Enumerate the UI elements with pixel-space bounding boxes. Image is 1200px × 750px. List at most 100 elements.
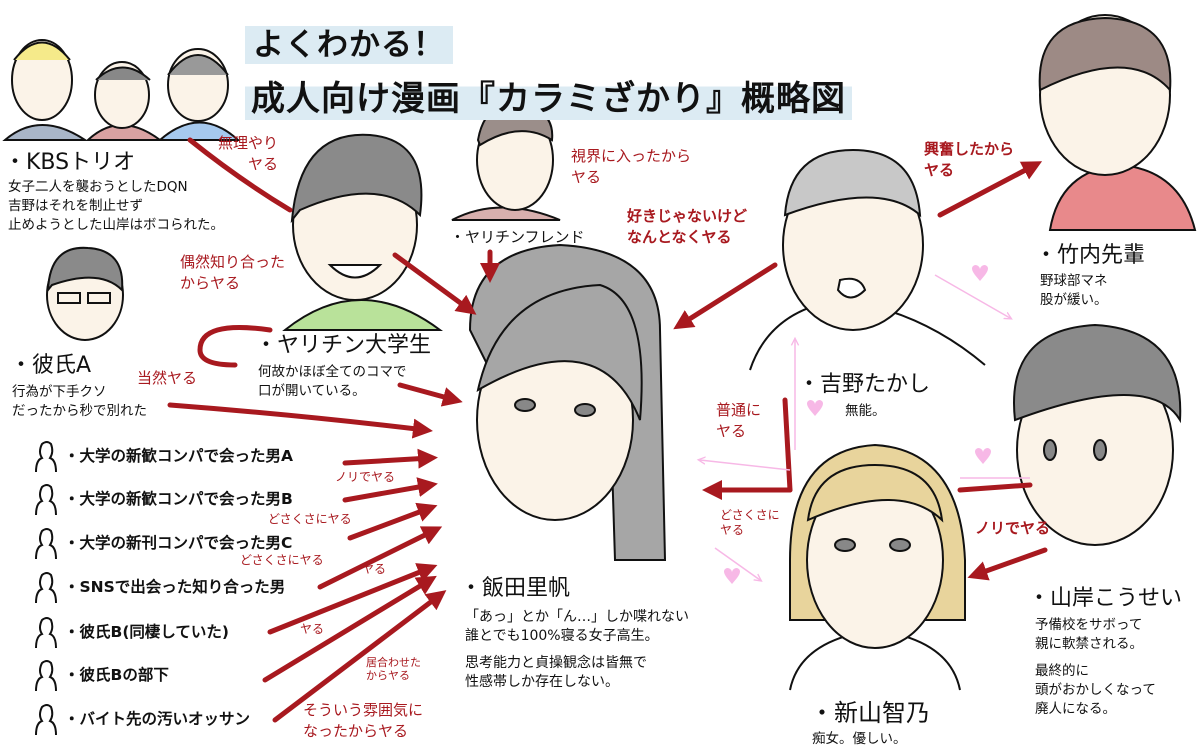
desc-line: 最終的に <box>1035 663 1089 679</box>
yarichin-student-desc: 何故かほぼ全てのコマで 口が開いている。 <box>258 363 407 401</box>
arrow-yoshino-to-niiyama <box>782 397 793 493</box>
kareshi-a-face <box>46 246 124 341</box>
person-silhouette-icon <box>35 704 57 736</box>
person-silhouette-icon <box>35 572 57 604</box>
desc-line: 廃人になる。 <box>1035 701 1116 717</box>
list-item-label: ・大学の新歓コンパで会った男B <box>64 490 293 508</box>
desc-line: 口が開いている。 <box>258 383 366 399</box>
label-line: 好きじゃないけど <box>627 207 748 225</box>
arrow-student-to-riho-2 <box>397 382 463 407</box>
riho-name: ・飯田里帆 <box>460 576 571 601</box>
label-line: ヤる <box>716 422 747 440</box>
label-line: からヤる <box>180 274 241 292</box>
desc-line: 性感帯しか存在しない。 <box>465 674 619 690</box>
label-line: 視界に入ったから <box>571 147 692 165</box>
label-line: ヤる <box>248 155 279 173</box>
yamagishi-desc: 予備校をサボって 親に軟禁される。 最終的に 頭がおかしくなって 廃人になる。 <box>1035 616 1156 719</box>
person-silhouette-icon <box>35 617 57 649</box>
kareshi-a-desc: 行為が下手クソ だったから秒で別れた <box>12 383 147 421</box>
label-fun-iki: そういう雰囲気になったからヤる <box>303 700 423 742</box>
person-silhouette-icon <box>35 484 57 516</box>
desc-line: 止めようとした山岸はボコられた。 <box>8 217 224 233</box>
label-shikai: 視界に入ったからヤる <box>571 146 691 188</box>
niiyama-desc: 痴女。優しい。 <box>812 731 907 747</box>
label-line: なんとなくヤる <box>627 228 732 246</box>
yarichin-student-name: ・ヤリチン大学生 <box>255 333 432 358</box>
list-item: ・大学の新歓コンパで会った男B <box>32 481 293 517</box>
desc-line: 股が緩い。 <box>1040 292 1108 308</box>
niiyama-name: ・新山智乃 <box>810 699 930 727</box>
label-yaru-2: ヤる <box>300 622 325 636</box>
label-muriyari: 無理やりヤる <box>218 133 278 175</box>
desc-line: 「あっ」とか「ん…」しか喋れない <box>465 609 689 625</box>
arrow-kareshi-b <box>267 563 438 635</box>
yamagishi-face <box>1013 323 1182 546</box>
label-futsuu: 普通にヤる <box>716 400 761 442</box>
list-item: ・彼氏Bの部下 <box>32 657 169 693</box>
yamagishi-name: ・山岸こうせい <box>1028 586 1183 611</box>
person-silhouette-icon <box>35 528 57 560</box>
arrow-student-to-riho <box>392 252 477 315</box>
riho-desc: 「あっ」とか「ん…」しか喋れない 誰とでも100%寝る女子高生。 思考能力と貞操… <box>465 608 689 692</box>
label-dosakusa-c: どさくさにヤる <box>268 512 352 526</box>
desc-line: 野球部マネ <box>1040 273 1108 289</box>
label-dosakusa-sns: どさくさにヤる <box>240 553 324 567</box>
list-item: ・SNSで出会った知り合った男 <box>32 569 285 605</box>
list-item-label: ・彼氏B(同棲していた) <box>64 623 230 641</box>
list-item: ・彼氏B(同棲していた) <box>32 614 229 650</box>
desc-line: 親に軟禁される。 <box>1035 636 1143 652</box>
arrow-kbs-to-student <box>187 137 293 213</box>
arrow-buka <box>262 575 437 683</box>
arrow-kareshi-a-to-riho <box>167 402 433 439</box>
list-item-label: ・大学の新刊コンパで会った男C <box>64 534 293 552</box>
desc-line: だったから秒で別れた <box>12 403 147 419</box>
yarichin-friend-face <box>451 103 561 221</box>
label-koufun: 興奮したからヤる <box>924 139 1014 181</box>
arrow-man-b <box>342 477 438 503</box>
riho-face <box>468 243 667 561</box>
arrow-curl <box>197 325 273 368</box>
desc-line: 女子二人を襲おうとしたDQN <box>8 179 188 195</box>
label-line: 偶然知り合った <box>180 253 286 271</box>
title-line-2: 成人向け漫画『カラミざかり』概略図 <box>245 78 852 120</box>
love-arrows <box>700 274 1030 580</box>
person-silhouette-icon <box>35 660 57 692</box>
label-touzen: 当然ヤる <box>137 369 198 387</box>
yarichin-friend-name: ・ヤリチンフレンド <box>450 228 585 246</box>
desc-line: 思考能力と貞操観念は皆無で <box>465 655 647 671</box>
desc-line: 何故かほぼ全てのコマで <box>258 364 407 380</box>
label-line: ヤる <box>571 168 602 186</box>
label-line: 興奮したから <box>924 140 1015 158</box>
label-nori-b: ノリでヤる <box>335 470 396 484</box>
kareshi-a-name: ・彼氏A <box>10 353 92 378</box>
takeuchi-name: ・竹内先輩 <box>1035 243 1146 268</box>
list-item: ・大学の新刊コンパで会った男C <box>32 525 292 561</box>
label-line: どさくさに <box>720 508 780 522</box>
arrow-ossan <box>272 590 447 723</box>
list-item: ・大学の新歓コンパで会った男A <box>32 438 293 474</box>
arrow-yoshino-to-riho <box>673 262 778 330</box>
heart-icons <box>724 265 991 584</box>
niiyama-face <box>789 443 966 691</box>
yoshino-desc: 無能。 <box>845 403 886 419</box>
kbs-name: ・KBSトリオ <box>4 150 136 175</box>
desc-line: 吉野はそれを制止せず <box>8 198 143 214</box>
desc-line: 行為が下手クソ <box>12 384 107 400</box>
person-silhouette-icon <box>35 441 57 473</box>
arrow-yamagishi-line <box>957 482 1033 493</box>
label-line: ヤる <box>924 161 955 179</box>
relationship-arrows <box>167 137 1048 723</box>
label-line: なったからヤる <box>303 722 409 740</box>
arrow-man-c <box>347 502 438 541</box>
arrow-man-a <box>342 448 438 469</box>
label-sukijanai: 好きじゃないけどなんとなくヤる <box>627 206 747 248</box>
takeuchi-desc: 野球部マネ 股が緩い。 <box>1040 272 1108 310</box>
list-item-label: ・大学の新歓コンパで会った男A <box>64 447 293 465</box>
list-item-label: ・彼氏Bの部下 <box>64 666 169 684</box>
label-yaru-1: ヤる <box>362 562 387 576</box>
label-line: 居合わせた <box>366 656 421 669</box>
label-line: そういう雰囲気に <box>303 701 424 719</box>
yarichin-student-face <box>282 133 444 331</box>
label-line: 普通に <box>716 401 762 419</box>
